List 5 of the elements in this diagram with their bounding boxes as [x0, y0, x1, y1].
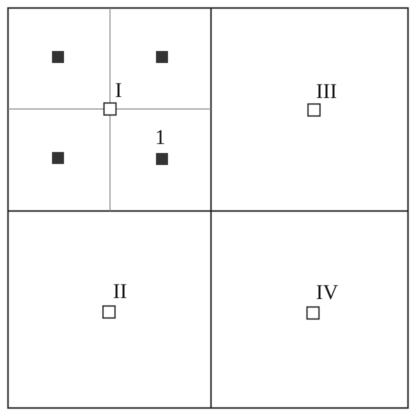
region-label: 1: [155, 127, 166, 148]
region-label: III: [316, 81, 337, 102]
region-label: II: [113, 281, 127, 302]
region-label: I: [115, 80, 122, 101]
region-label: IV: [316, 282, 338, 303]
